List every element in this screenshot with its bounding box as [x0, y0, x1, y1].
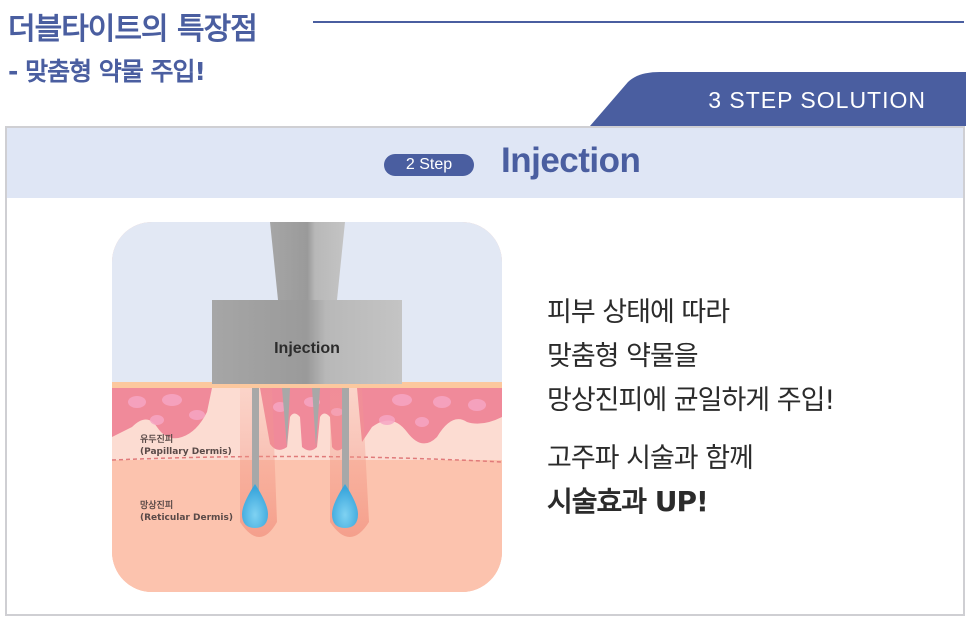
- step-badge: 2 Step: [384, 154, 474, 176]
- skin-diagram: [112, 222, 502, 592]
- title-divider: [313, 21, 964, 23]
- step-panel-header: 2 Step Injection: [7, 128, 963, 198]
- tab-shape: [590, 72, 966, 126]
- page-subtitle: - 맞춤형 약물 주입!: [8, 57, 206, 86]
- copy-line-2: 맞춤형 약물을: [547, 341, 699, 372]
- papillary-label-en: (Papillary Dermis): [140, 447, 232, 457]
- papillary-label: 유두진피 (Papillary Dermis): [140, 434, 232, 458]
- page-title: 더블타이트의 특장점: [8, 12, 258, 47]
- papillary-label-ko: 유두진피: [140, 435, 174, 445]
- copy-line-4: 고주파 시술과 함께: [547, 443, 754, 474]
- solution-tab-label: 3 STEP SOLUTION: [708, 87, 926, 113]
- copy-line-1: 피부 상태에 따라: [547, 297, 730, 328]
- reticular-label-en: (Reticular Dermis): [140, 513, 233, 523]
- reticular-label: 망상진피 (Reticular Dermis): [140, 500, 233, 524]
- step-panel: 2 Step Injection: [5, 126, 965, 616]
- step-title: Injection: [501, 141, 641, 180]
- device-label: Injection: [274, 340, 340, 357]
- reticular-label-ko: 망상진피: [140, 501, 174, 511]
- copy-line-3: 망상진피에 균일하게 주입!: [547, 385, 835, 416]
- copy-emphasis: 시술효과 UP!: [547, 485, 709, 518]
- solution-tab: 3 STEP SOLUTION: [590, 72, 966, 126]
- injection-illustration: Injection 유두진피 (Papillary Dermis) 망상진피 (…: [112, 222, 502, 592]
